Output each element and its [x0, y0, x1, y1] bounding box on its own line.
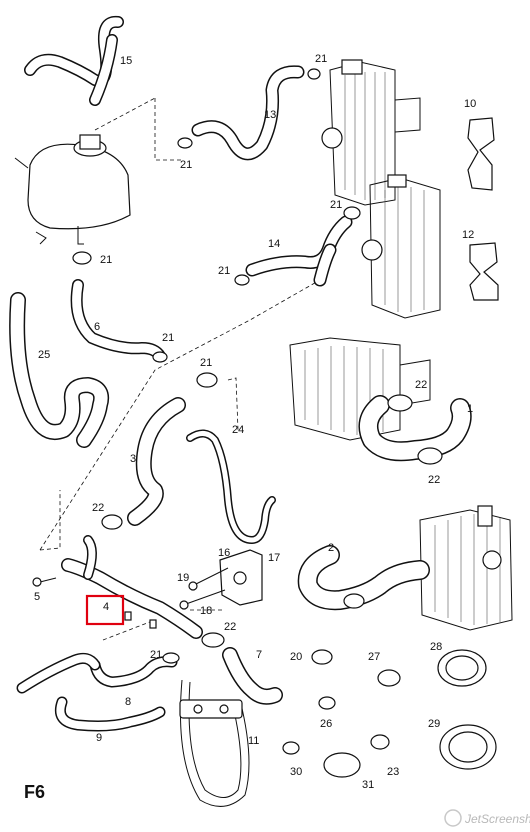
hose-25	[9, 292, 110, 448]
callout-3: 3	[130, 453, 136, 465]
callout-29: 29	[428, 718, 440, 730]
callout-labels: 15 21 13 21 10 21 14 21 21 12 6 21 25 21…	[34, 53, 476, 791]
callout-1: 1	[467, 403, 473, 415]
hose-13	[191, 65, 305, 161]
callout-14: 14	[268, 238, 280, 250]
thermostat-housing-sketch	[419, 505, 513, 631]
callout-28: 28	[430, 641, 442, 653]
callout-21: 21	[218, 265, 230, 277]
callout-25: 25	[38, 349, 50, 361]
expansion-tank	[14, 134, 131, 245]
callout-9: 9	[96, 732, 102, 744]
hose-8	[16, 652, 178, 694]
clip-12	[469, 242, 499, 301]
watermark-text: JetScreenshot	[464, 812, 530, 826]
hose-15	[24, 15, 124, 106]
hose-9	[54, 696, 166, 732]
bracket-11	[179, 679, 250, 807]
callout-21: 21	[100, 254, 112, 266]
watermark-logo-icon	[444, 809, 462, 827]
callout-21: 21	[180, 159, 192, 171]
callout-10: 10	[464, 98, 476, 110]
callout-30: 30	[290, 766, 302, 778]
callout-8: 8	[125, 696, 131, 708]
bolt-19	[188, 567, 229, 591]
callout-21: 21	[150, 649, 162, 661]
hose-1	[358, 395, 472, 462]
hose-clamps	[72, 68, 497, 778]
callout-13: 13	[264, 109, 276, 121]
callout-23: 23	[387, 766, 399, 778]
callout-17: 17	[268, 552, 280, 564]
callout-19: 19	[177, 572, 189, 584]
bolt-5	[32, 577, 57, 587]
hose-3	[127, 397, 186, 526]
callout-6: 6	[94, 321, 100, 333]
hose-2	[297, 545, 430, 611]
callout-22: 22	[92, 502, 104, 514]
callout-15: 15	[120, 55, 132, 67]
hose-6	[70, 279, 166, 362]
clip-10	[467, 117, 495, 191]
bolt-18	[179, 589, 226, 610]
callout-22: 22	[428, 474, 440, 486]
callout-20: 20	[290, 651, 302, 663]
figure-label: F6	[24, 782, 45, 802]
engine-block-sketch	[289, 337, 431, 441]
callout-31: 31	[362, 779, 374, 791]
coolant-pipe-4	[61, 535, 203, 639]
hose-7	[222, 647, 283, 705]
callout-22: 22	[224, 621, 236, 633]
callout-7: 7	[256, 649, 262, 661]
highlight-box-part-4	[85, 594, 125, 626]
radiator-sketch-top	[321, 59, 421, 206]
callout-18: 18	[200, 605, 212, 617]
callout-24: 24	[232, 424, 244, 436]
callout-21: 21	[162, 332, 174, 344]
radiator-sketch-mid	[361, 174, 441, 319]
callout-21: 21	[330, 199, 342, 211]
callout-21: 21	[200, 357, 212, 369]
callout-27: 27	[368, 651, 380, 663]
callout-2: 2	[328, 542, 334, 554]
callout-16: 16	[218, 547, 230, 559]
callout-22: 22	[415, 379, 427, 391]
callout-11: 11	[248, 735, 259, 747]
hose-24	[186, 429, 276, 544]
callout-4: 4	[103, 601, 109, 613]
callout-21: 21	[315, 53, 327, 65]
watermark: JetScreenshot	[444, 809, 530, 827]
callout-12: 12	[462, 229, 474, 241]
leader-lines	[39, 97, 321, 641]
hose-14	[245, 215, 353, 287]
callout-5: 5	[34, 591, 40, 603]
housing-16	[219, 549, 263, 606]
callout-26: 26	[320, 718, 332, 730]
